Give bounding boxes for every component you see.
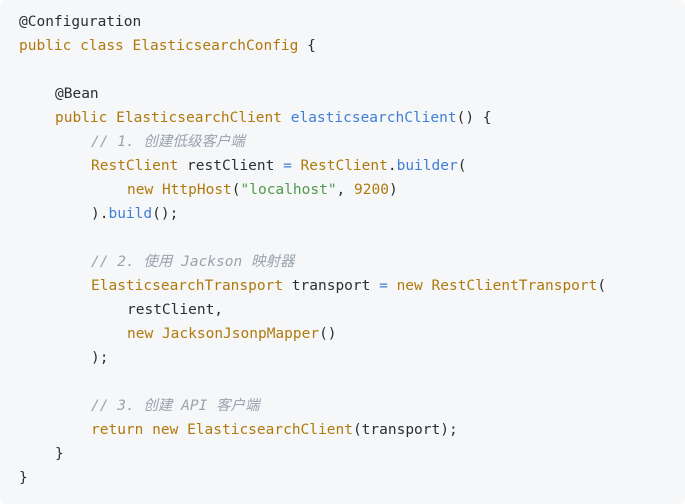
code-line-4: @Bean: [19, 82, 685, 106]
call-end: ();: [152, 206, 179, 222]
method-build: build: [108, 206, 153, 222]
keyword-new: new: [127, 326, 154, 342]
type-jacksonjsonpmapper: JacksonJsonpMapper: [161, 326, 320, 342]
code-line-12: ElasticsearchTransport transport = new R…: [19, 274, 685, 298]
type-restclient-2: RestClient: [300, 158, 388, 174]
number-port: 9200: [354, 182, 389, 198]
code-line-5: public ElasticsearchClient elasticsearch…: [19, 106, 685, 130]
code-line-7: RestClient restClient = RestClient.build…: [19, 154, 685, 178]
code-line-6: // 1. 创建低级客户端: [19, 130, 685, 154]
type-httphost: HttpHost: [161, 182, 232, 198]
type-restclienttransport: RestClientTransport: [431, 278, 598, 294]
type-restclient: RestClient: [91, 158, 179, 174]
var-restclient: restClient: [178, 158, 284, 174]
keyword-class: class: [80, 38, 124, 54]
code-line-14: new JacksonJsonpMapper(): [19, 322, 685, 346]
code-line-8: new HttpHost("localhost", 9200): [19, 178, 685, 202]
method-close-brace: }: [55, 446, 64, 462]
paren-open: (: [597, 278, 607, 294]
dot: .: [387, 158, 397, 174]
keyword-new: new: [127, 182, 154, 198]
keyword-new: new: [152, 422, 179, 438]
method-signature-rest: () {: [456, 110, 492, 126]
code-line-11: // 2. 使用 Jackson 映射器: [19, 250, 685, 274]
class-close-brace: }: [19, 470, 28, 486]
paren-open: (: [457, 158, 467, 174]
operator-assign: =: [283, 158, 292, 174]
arg-restclient: restClient,: [127, 302, 224, 318]
code-line-19: }: [19, 442, 685, 466]
operator-assign: =: [379, 278, 388, 294]
method-builder: builder: [396, 158, 458, 174]
code-line-1: @Configuration: [19, 10, 685, 34]
args-transport: (transport);: [352, 422, 458, 438]
keyword-return: return: [91, 422, 144, 438]
string-localhost: "localhost": [240, 182, 337, 198]
code-line-18: return new ElasticsearchClient(transport…: [19, 418, 685, 442]
parens: (): [319, 326, 337, 342]
return-type: ElasticsearchClient: [116, 110, 282, 126]
type-transport: ElasticsearchTransport: [91, 278, 284, 294]
var-transport: transport: [283, 278, 380, 294]
code-line-9: ).build();: [19, 202, 685, 226]
code-line-3: [19, 58, 685, 82]
code-line-15: );: [19, 346, 685, 370]
paren-close: ): [388, 182, 398, 198]
method-name: elasticsearchClient: [290, 110, 457, 126]
comment-step-2: // 2. 使用 Jackson 映射器: [91, 254, 295, 270]
comment-step-3: // 3. 创建 API 客户端: [91, 398, 260, 414]
comma: ,: [336, 182, 355, 198]
open-brace: {: [298, 38, 316, 54]
type-elasticsearchclient: ElasticsearchClient: [187, 422, 353, 438]
code-line-20: }: [19, 466, 685, 490]
code-line-13: restClient,: [19, 298, 685, 322]
keyword-public: public: [55, 110, 108, 126]
paren-close-dot: ).: [91, 206, 109, 222]
call-close: );: [91, 350, 109, 366]
paren-open: (: [231, 182, 241, 198]
keyword-new: new: [396, 278, 423, 294]
code-line-10: [19, 226, 685, 250]
class-name: ElasticsearchConfig: [132, 38, 299, 54]
comment-step-1: // 1. 创建低级客户端: [91, 134, 245, 150]
code-line-2: public class ElasticsearchConfig {: [19, 34, 685, 58]
annotation-bean: @Bean: [55, 86, 99, 102]
annotation-configuration: @Configuration: [19, 14, 142, 30]
keyword-public: public: [19, 38, 72, 54]
code-line-16: [19, 370, 685, 394]
code-line-17: // 3. 创建 API 客户端: [19, 394, 685, 418]
